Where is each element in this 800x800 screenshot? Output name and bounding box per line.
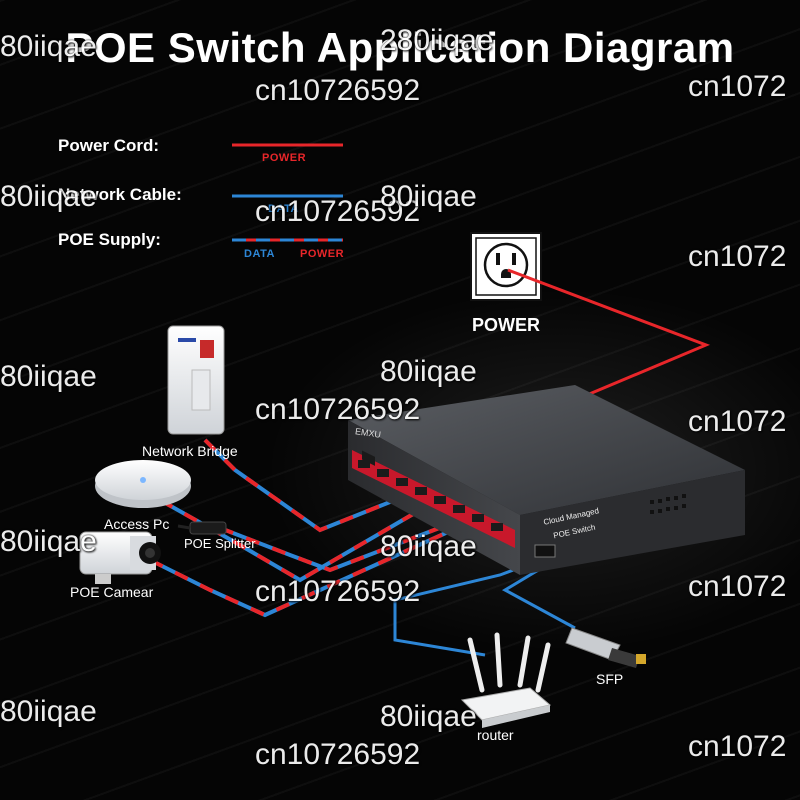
watermark: 80iiqae — [0, 180, 97, 213]
watermark: cn1072 — [688, 730, 787, 763]
network-bridge-label: Network Bridge — [142, 443, 238, 459]
legend-data-tag: DATA — [268, 203, 299, 215]
watermark: 80iiqae — [380, 180, 477, 213]
legend-poe-data-tag: DATA — [244, 248, 275, 260]
power-outlet-label: POWER — [472, 315, 541, 335]
legend-poe-power-tag: POWER — [300, 248, 345, 260]
switch-vents — [650, 494, 686, 514]
router-device — [460, 632, 552, 728]
router-label: router — [477, 727, 514, 743]
watermark: cn1072 — [688, 240, 787, 273]
page-title: POE Switch Application Diagram — [65, 24, 735, 71]
power-cord — [507, 268, 711, 410]
power-outlet — [470, 232, 542, 301]
watermark: 80iiqae — [0, 360, 97, 393]
watermark: 80iiqae — [380, 530, 477, 563]
poe-splitter-label: POE Splitter — [184, 536, 256, 551]
watermark: cn1072 — [688, 70, 787, 103]
network-bridge-device — [167, 325, 225, 435]
legend-network-cable-label: Network Cable: — [58, 185, 182, 204]
watermark: 80iiqae — [0, 525, 97, 558]
watermark: cn10726592 — [255, 575, 421, 608]
watermark: 280iiqae — [380, 24, 494, 57]
poe-splitter-device — [177, 521, 227, 535]
data-cables — [393, 555, 576, 657]
watermark: cn1072 — [688, 570, 787, 603]
watermark: 80iiqae — [0, 695, 97, 728]
poe-camera-device — [79, 531, 161, 584]
switch-ports — [352, 450, 515, 548]
watermark: 80iiqae — [380, 355, 477, 388]
sfp-label: SFP — [596, 671, 624, 687]
watermark: cn10726592 — [255, 738, 421, 771]
access-point-label: Access Pc — [104, 516, 170, 532]
legend-power-tag: POWER — [262, 152, 307, 164]
watermark: 80iiqae — [0, 30, 97, 63]
poe-switch — [348, 385, 745, 575]
watermark: cn1072 — [688, 405, 787, 438]
watermark: cn10726592 — [255, 74, 421, 107]
watermark: cn10726592 — [255, 195, 421, 228]
watermark: cn10726592 — [255, 393, 421, 426]
access-point-device — [95, 460, 191, 508]
poe-camera-label: POE Camear — [70, 584, 154, 600]
legend-poe-supply-label: POE Supply: — [58, 230, 161, 249]
watermark: 80iiqae — [380, 700, 477, 733]
sfp-device — [565, 627, 646, 668]
legend-power-cord-label: Power Cord: — [58, 136, 160, 155]
